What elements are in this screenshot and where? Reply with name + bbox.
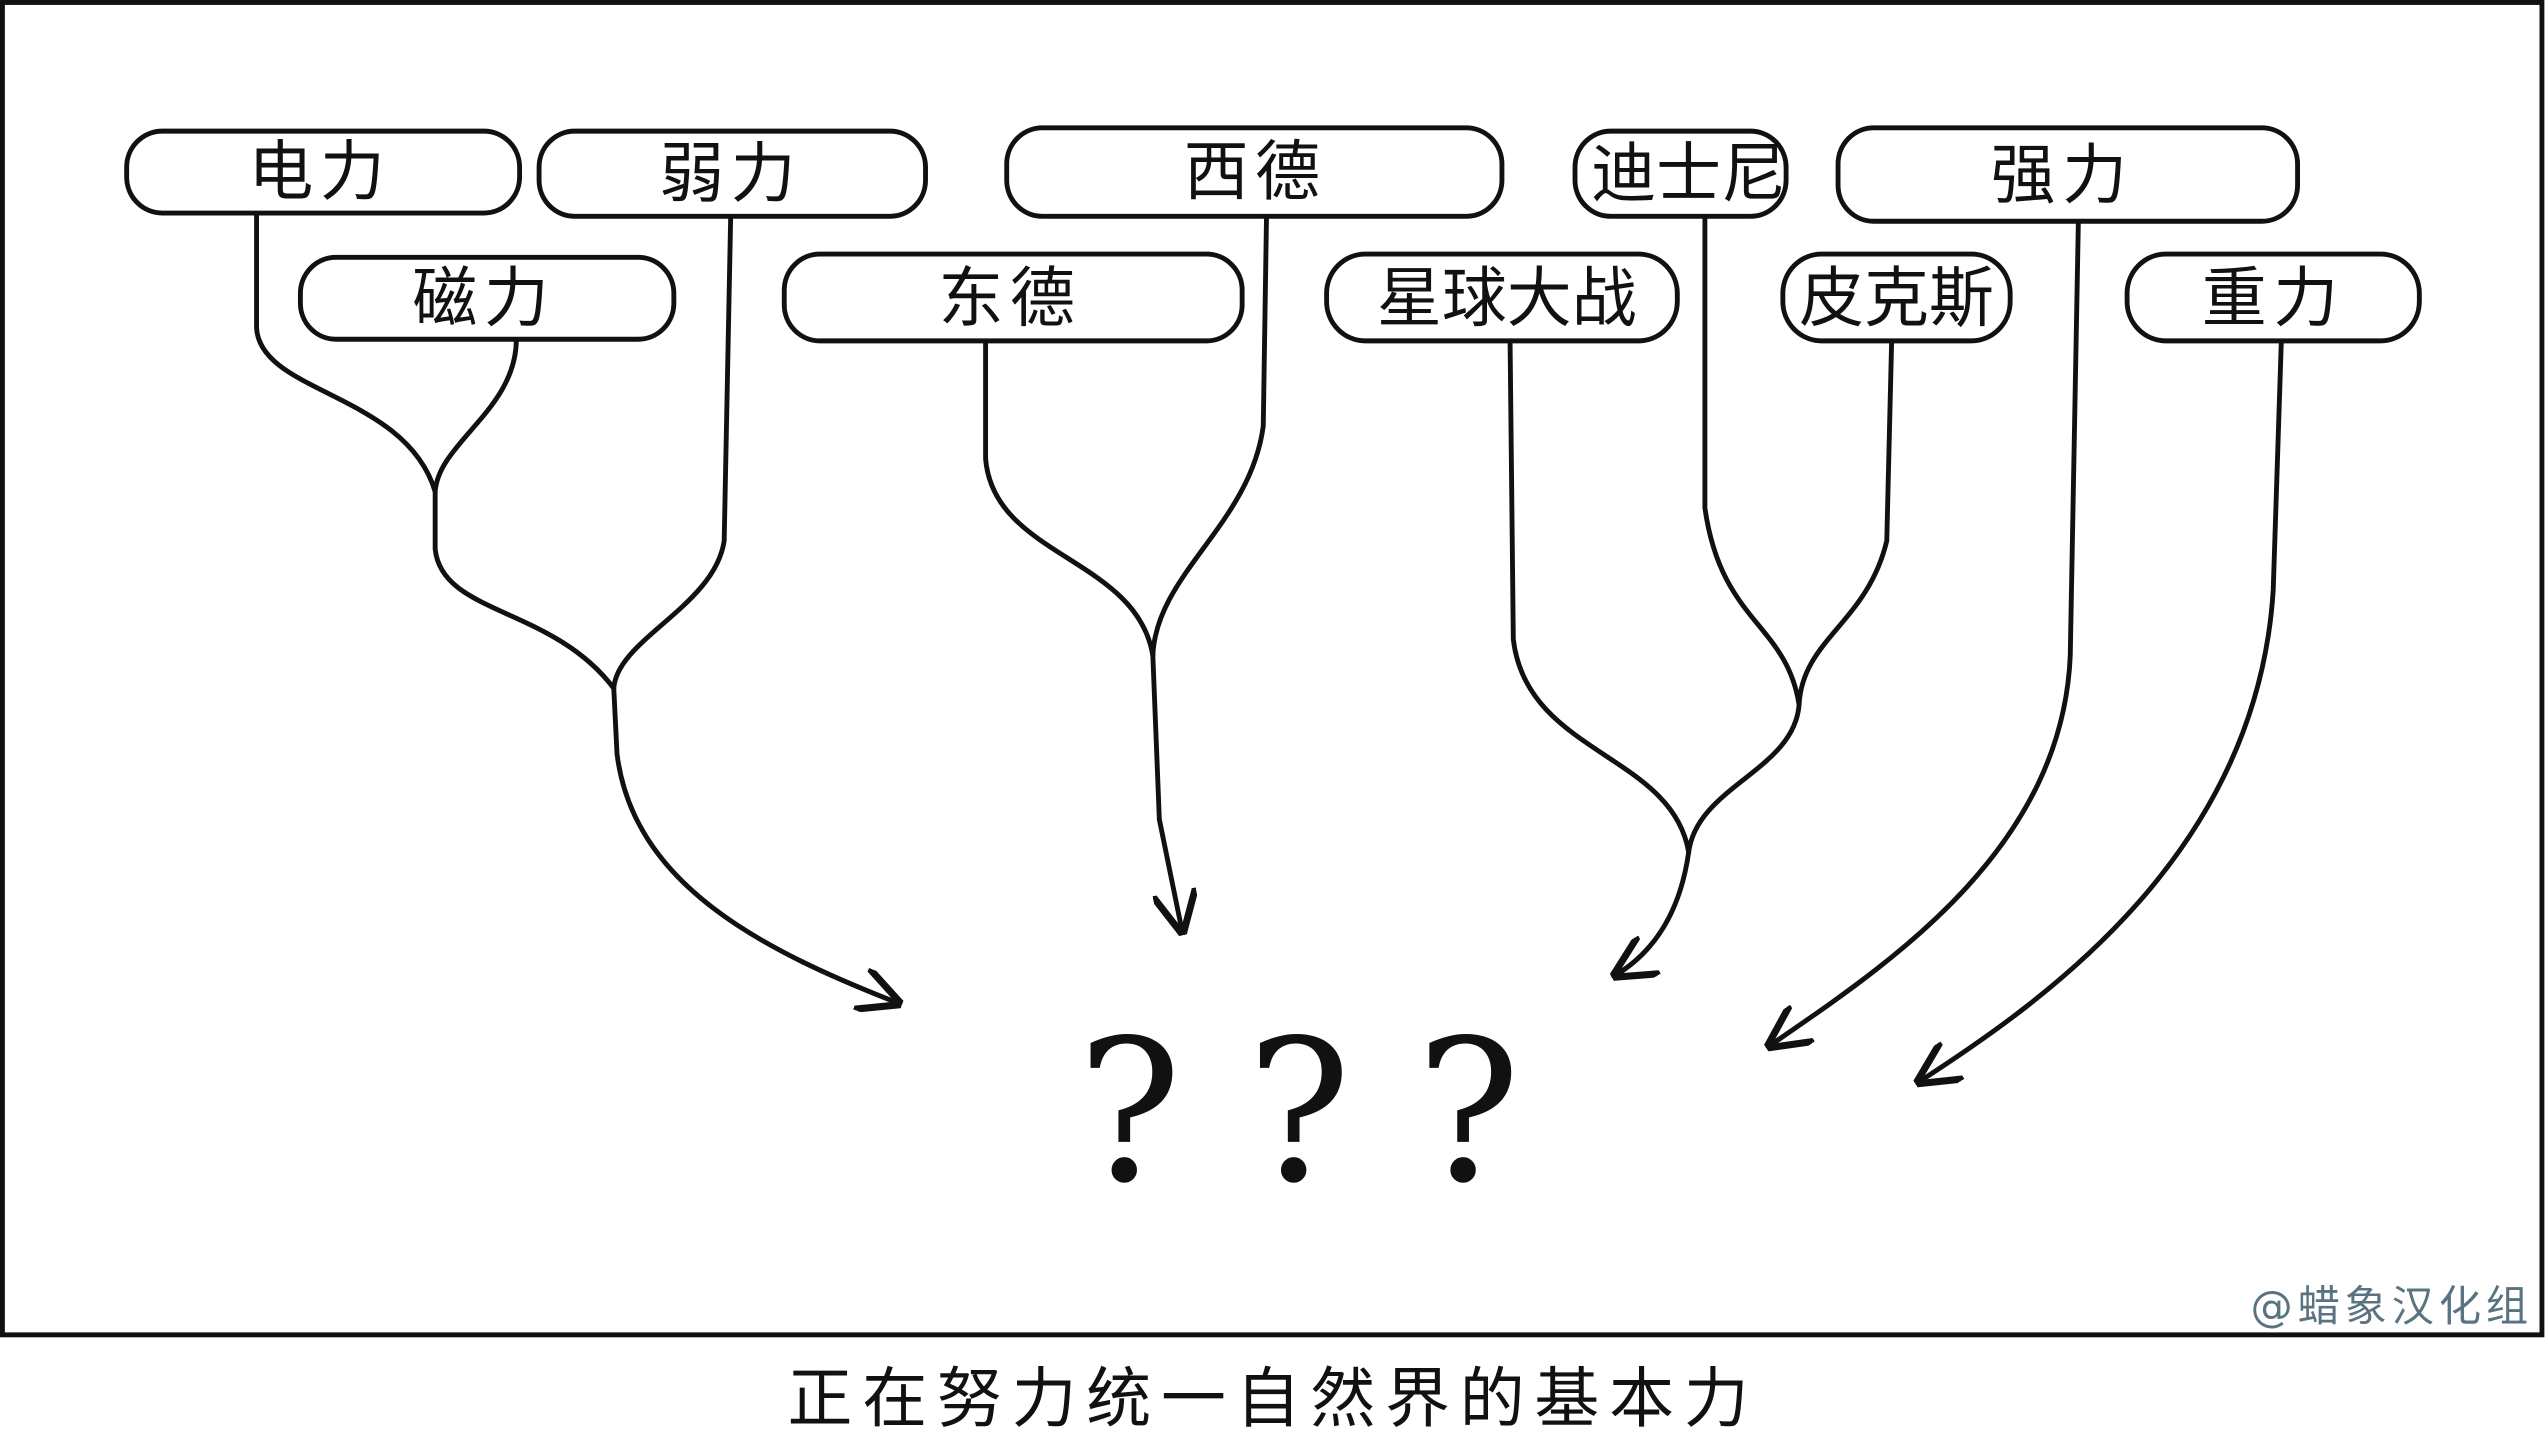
label-magnetic-text: 磁力 — [412, 260, 555, 336]
label-disney: 迪士尼 — [1572, 128, 1789, 219]
line-magnetic — [432, 336, 617, 691]
label-electric-text: 电力 — [248, 134, 391, 210]
label-gravity-text: 重力 — [2202, 260, 2345, 336]
label-east-germany: 东德 — [781, 251, 1245, 344]
line-gravity-arrow — [1919, 338, 2284, 1082]
line-strong-arrow — [1770, 218, 2081, 1045]
watermark: @蜡象汉化组 — [2251, 1283, 2533, 1332]
label-strong: 强力 — [1835, 125, 2301, 224]
panel-border — [0, 0, 2545, 1338]
line-east-germany — [983, 338, 1156, 659]
line-pixar — [1796, 338, 1895, 708]
line-disney — [1702, 213, 1802, 708]
label-weak: 弱力 — [536, 128, 928, 219]
label-pixar-text: 皮克斯 — [1799, 260, 1994, 336]
line-pixar-disney-join — [1686, 702, 1802, 855]
label-east-germany-text: 东德 — [939, 260, 1082, 336]
question-marks: ??? — [1077, 998, 1585, 1227]
line-media-arrow — [1616, 849, 1692, 975]
line-electric — [254, 210, 438, 495]
label-west-germany-text: 西德 — [1184, 134, 1327, 210]
label-magnetic: 磁力 — [297, 254, 677, 342]
label-strong-text: 强力 — [1991, 137, 2134, 213]
label-gravity: 重力 — [2124, 251, 2422, 344]
line-star-wars — [1507, 338, 1692, 855]
label-west-germany: 西德 — [1004, 125, 1505, 219]
label-disney-text: 迪士尼 — [1591, 136, 1786, 212]
label-star-wars: 星球大战 — [1324, 251, 1680, 344]
label-pixar: 皮克斯 — [1780, 251, 2013, 344]
label-star-wars-text: 星球大战 — [1377, 260, 1637, 336]
line-weak — [611, 213, 734, 691]
caption: 正在努力统一自然界的基本力 — [788, 1361, 1759, 1434]
line-em-weak-arrow — [611, 685, 898, 1003]
label-electric: 电力 — [124, 128, 523, 216]
label-weak-text: 弱力 — [659, 136, 802, 212]
line-germany-arrow — [1150, 653, 1182, 931]
line-west-germany — [1150, 213, 1269, 659]
